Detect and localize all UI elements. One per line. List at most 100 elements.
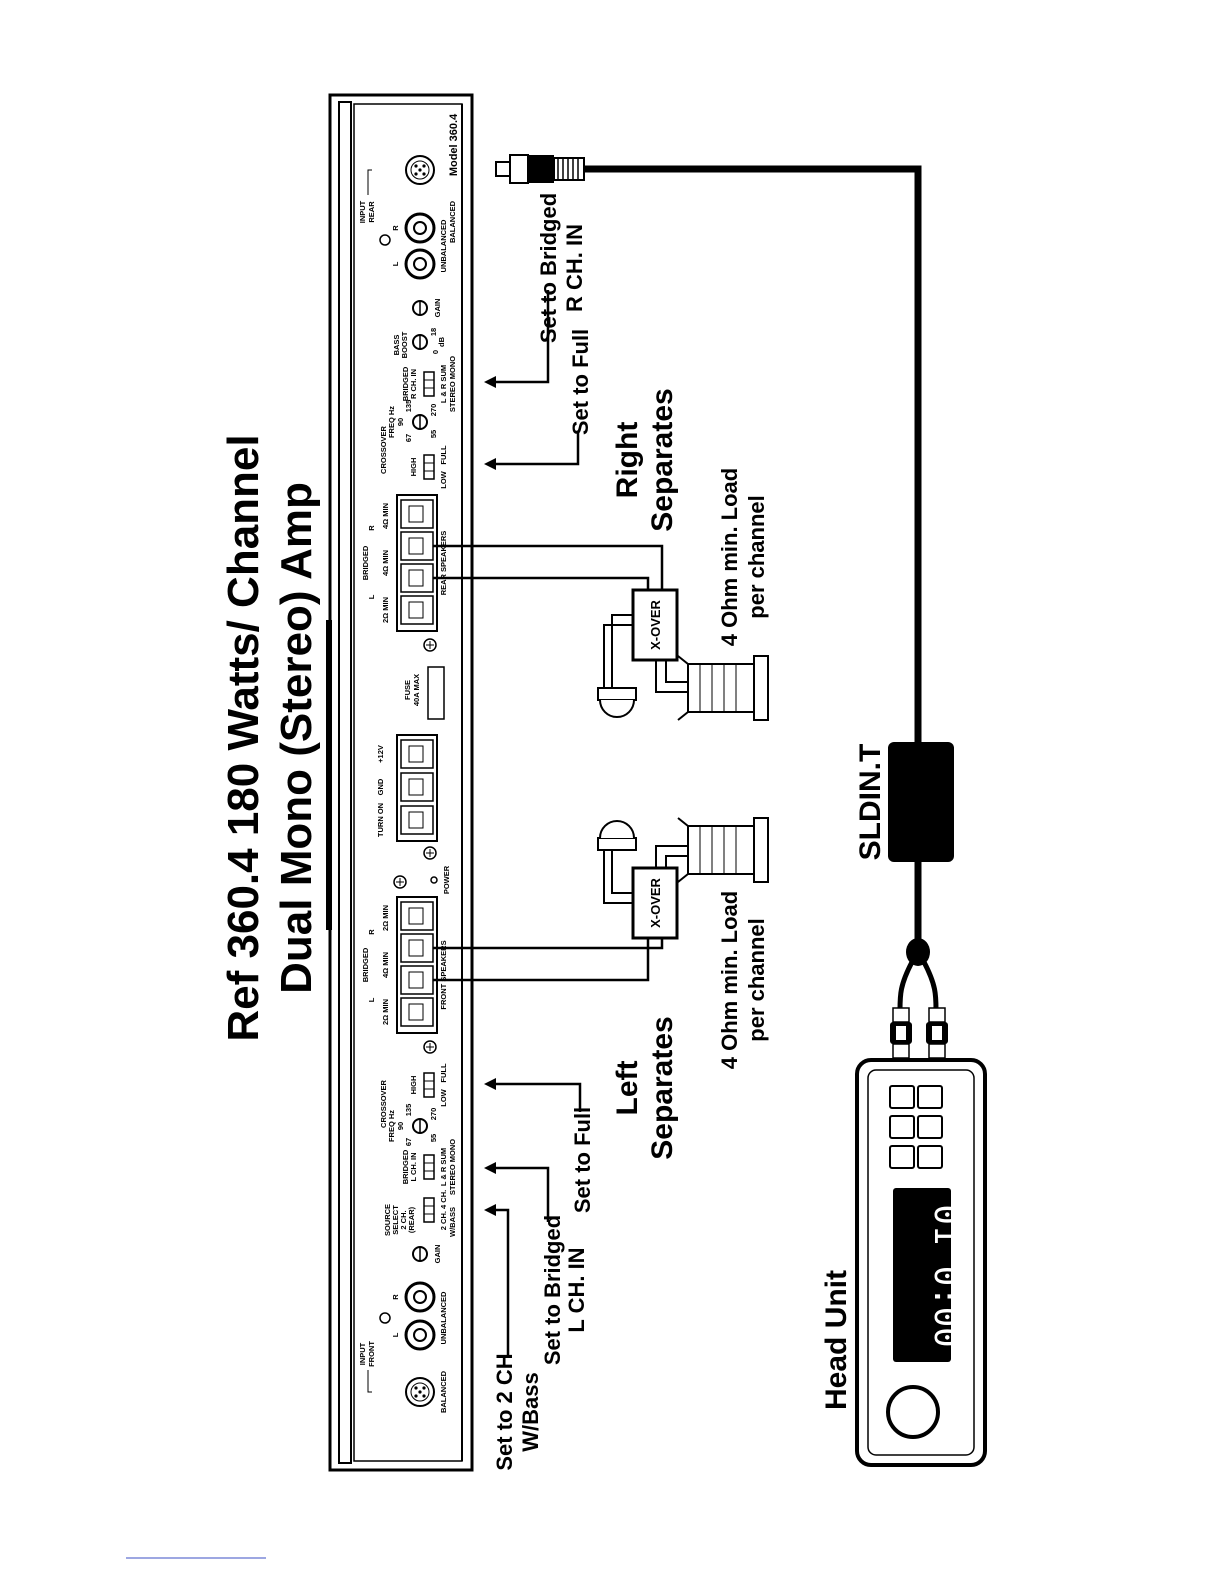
head-unit: 01 0:00 Head Unit	[820, 1058, 987, 1467]
source-select-options-label: 2 CH. 4 CH.	[439, 1190, 448, 1230]
rear-freq-135: 135	[404, 400, 413, 413]
rca-center-icon	[413, 221, 427, 235]
rear-low-label: LOW	[439, 470, 448, 488]
front-tweeter-wire-2	[603, 848, 633, 904]
set-bridged-r-label: Set to Bridged	[536, 193, 561, 343]
rear-l-label: L	[391, 261, 400, 266]
terminal-screw	[408, 569, 424, 587]
preset-button-1[interactable]	[889, 1085, 915, 1109]
front-crossover-switch[interactable]	[423, 1072, 435, 1098]
front-xover-label: X-OVER	[648, 877, 663, 927]
rear-bridged-label: BRIDGED	[401, 366, 410, 401]
rear-mode-section: BRIDGED R CH. IN L & R SUM STEREO MONO	[401, 356, 457, 412]
arrow-full-rear-line	[492, 432, 580, 466]
volume-knob[interactable]	[886, 1385, 940, 1439]
set-bridged-l-label-2: L CH. IN	[564, 1247, 589, 1332]
rear-woofer-icon	[677, 655, 769, 721]
front-l-label: L	[391, 1332, 400, 1337]
front-bridged-label: BRIDGED	[401, 1149, 410, 1184]
rear-freq-90: 90	[396, 418, 405, 426]
rear-gain-label: GAIN	[433, 299, 442, 318]
din-plug-tip-icon	[495, 161, 511, 177]
woofer-frame-edge	[677, 655, 689, 721]
diagram-title: Ref 360.4 180 Watts/ Channel Dual Mono (…	[219, 434, 321, 1041]
terminal-screw	[408, 505, 424, 523]
preset-button-2[interactable]	[917, 1085, 943, 1109]
arrow-head	[484, 376, 496, 388]
terminal-screw	[408, 601, 424, 619]
front-l-min-label: 2Ω MIN	[381, 999, 390, 1025]
power-terminal-block: +12V GND TURN ON POWER	[376, 734, 451, 894]
gnd-label: GND	[376, 778, 385, 795]
front-r-min-label: 2Ω MIN	[381, 905, 390, 931]
rear-r-min-label: 4Ω MIN	[381, 503, 390, 529]
rear-spk-r-label: R	[367, 525, 376, 531]
terminal-screw	[408, 537, 424, 555]
terminal-screw	[408, 778, 424, 796]
din-pin-icon	[422, 164, 426, 168]
front-woofer-icon	[677, 817, 769, 883]
rear-l-min-label: 2Ω MIN	[381, 597, 390, 623]
sldin-cable: SLDIN.T	[495, 154, 954, 1059]
display-readout: 01 0:00	[926, 1204, 966, 1347]
arrow-head	[484, 1162, 496, 1174]
set-2ch-label-2: W/Bass	[518, 1372, 543, 1451]
terminal-screw	[408, 745, 424, 763]
rear-speakers-label: REAR SPEAKERS	[439, 531, 448, 596]
turn-on-label: TURN ON	[376, 803, 385, 837]
rear-crossover-switch[interactable]	[423, 454, 435, 480]
rear-tweeter-wire-1	[611, 614, 633, 690]
arrow-2ch-line	[492, 1208, 510, 1358]
rear-mode-switch[interactable]	[423, 371, 435, 397]
left-load-label: 4 Ohm min. Load	[717, 891, 742, 1069]
front-tweeter-dome-icon	[599, 820, 635, 839]
front-lrsum-label: L & R SUM	[439, 1148, 448, 1186]
right-load-label: 4 Ohm min. Load	[717, 468, 742, 646]
rear-rchin-label: R CH. IN	[409, 369, 418, 399]
front-bridged-min-label: 4Ω MIN	[381, 952, 390, 978]
front-high-label: HIGH	[409, 1076, 418, 1095]
arrow-head	[484, 458, 496, 470]
din-pin-icon	[414, 164, 418, 168]
terminal-screw	[408, 1003, 424, 1021]
preset-button-4[interactable]	[917, 1115, 943, 1139]
source-select-switch[interactable]	[423, 1197, 435, 1223]
front-input-bracket	[367, 1370, 372, 1393]
preset-button-3[interactable]	[889, 1115, 915, 1139]
rear-woofer-wire-2	[665, 660, 690, 683]
rear-tweeter-wire-2	[603, 624, 633, 690]
strain-relief-lines	[557, 158, 579, 180]
front-freq-135: 135	[404, 1104, 413, 1117]
rca-plug-right-tip	[928, 1043, 946, 1059]
rear-r-label: R	[391, 225, 400, 231]
front-mode-switch[interactable]	[423, 1154, 435, 1180]
rear-ground-screw-icon	[379, 234, 391, 246]
right-load-label-2: per channel	[744, 495, 769, 618]
front-balanced-label: BALANCED	[439, 1370, 448, 1413]
front-full-label: FULL	[439, 1063, 448, 1083]
rca-plug-right-slot	[932, 1026, 942, 1040]
rear-terminal-4[interactable]	[400, 595, 434, 625]
right-separates: X-OVER Right Separates 4 Ohm min. Load p…	[433, 388, 769, 721]
arrow-bridged-r-line	[492, 290, 550, 384]
front-spk-l-label: L	[367, 997, 376, 1002]
rear-terminal-1[interactable]	[400, 499, 434, 529]
amp-heatsink-fin	[338, 101, 352, 1464]
rear-unbalanced-label: UNBALANCED	[439, 219, 448, 272]
arrow-bridged-l-line	[492, 1166, 550, 1222]
bass-boost-db-label: dB	[437, 336, 446, 347]
preset-button-5[interactable]	[889, 1145, 915, 1169]
terminal-screw	[408, 971, 424, 989]
fuse-rating-label: 40A MAX	[412, 674, 421, 706]
preset-button-6[interactable]	[917, 1145, 943, 1169]
woofer-cone-lines	[687, 664, 737, 712]
title-line-1: Ref 360.4 180 Watts/ Channel	[219, 434, 268, 1041]
arrow-head	[484, 1078, 496, 1090]
din-pin-icon	[414, 1386, 418, 1390]
front-bridged-speaker-label: BRIDGED	[361, 947, 370, 982]
set-2ch-label: Set to 2 CH	[492, 1353, 517, 1470]
cable-split-icon	[906, 938, 930, 966]
front-ground-screw-icon	[379, 1312, 391, 1324]
din-pin-icon	[414, 172, 418, 176]
